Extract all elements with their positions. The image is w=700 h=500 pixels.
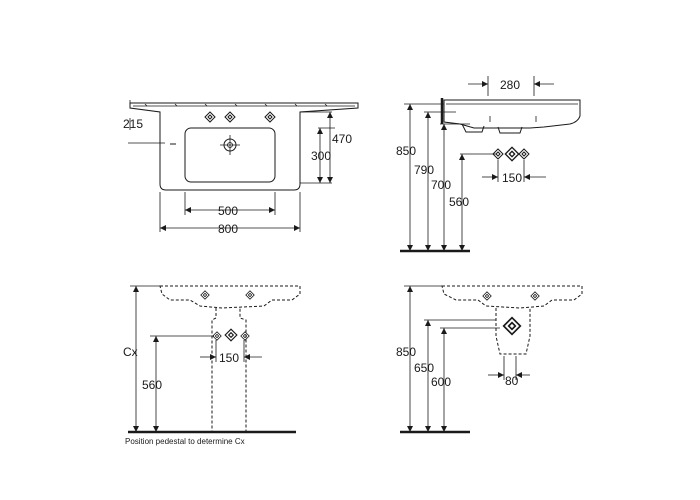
front-tap-right-icon [245,290,255,300]
drain-part [497,126,523,134]
dim-215: 215 [123,117,143,131]
front-waste-icon [224,328,238,342]
tap-hole-left-icon [204,111,216,123]
dim-850-pedestal: 850 [396,345,416,359]
side-view: 280 150 850 790 700 [396,76,581,253]
bowl [184,127,276,183]
dim-790: 790 [414,163,434,177]
pedestal-note: Position pedestal to determine Cx [125,437,245,446]
dim-800: 800 [218,222,238,236]
side-pedestal-view: 850 650 600 80 [396,285,583,434]
pedestal [211,308,247,433]
dim-280: 280 [500,78,520,92]
dim-80: 80 [505,374,519,388]
dim-cx: Cx [123,345,138,359]
front-pedestal-view: Cx 560 150 Position pedestal to determin… [123,285,301,446]
dim-700-side: 700 [431,178,451,192]
semi-pedestal [495,308,531,355]
dim-150-front: 150 [219,351,239,365]
waste-outlet-icon [504,146,520,162]
front-tap-left-icon [200,290,210,300]
water-supply-right-icon [518,148,530,160]
dim-300: 300 [311,149,331,163]
side-waste-icon [502,316,522,336]
dim-850-side: 850 [396,144,416,158]
basin-front-hidden [159,285,301,309]
basin-side-hidden [441,285,583,309]
dim-560-front: 560 [142,378,162,392]
rim-hatch [144,103,328,107]
overflow-part [461,123,485,133]
dim-600-pedestal: 600 [431,375,451,389]
top-view: 215 470 300 500 800 [123,100,359,236]
basin-outline [129,102,359,191]
dim-560-side: 560 [449,195,469,209]
tap-hole-right-icon [264,111,276,123]
tap-hole-center-icon [224,111,236,123]
basin-side-profile [443,99,581,129]
dim-150-side: 150 [502,171,522,185]
dim-500: 500 [218,204,238,218]
dim-650: 650 [414,361,434,375]
dim-470: 470 [332,132,352,146]
